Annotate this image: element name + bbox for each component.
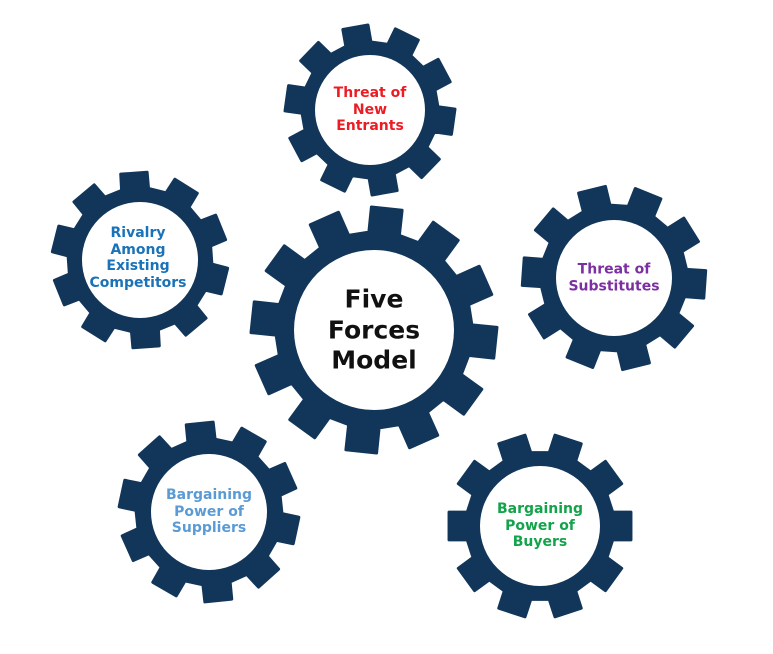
rivalry-gear bbox=[50, 170, 230, 350]
substitutes-label: Threat of Substitutes bbox=[568, 261, 660, 294]
buyers-label: Bargaining Power of Buyers bbox=[496, 501, 584, 551]
center-gear-hub bbox=[294, 250, 454, 410]
buyers-gear bbox=[447, 433, 633, 619]
rivalry-gear-hub bbox=[82, 202, 198, 318]
new-entrants-gear-hub bbox=[315, 55, 425, 165]
suppliers-gear-hub bbox=[151, 454, 267, 570]
suppliers-gear bbox=[117, 420, 301, 604]
substitutes-gear-hub bbox=[556, 220, 672, 336]
new-entrants-label: Threat of New Entrants bbox=[333, 85, 407, 135]
rivalry-label: Rivalry Among Existing Competitors bbox=[89, 224, 187, 291]
substitutes-gear bbox=[520, 184, 708, 372]
center-gear bbox=[249, 205, 499, 455]
center-gear-label: Five Forces Model bbox=[327, 284, 421, 375]
buyers-gear-hub bbox=[480, 466, 600, 586]
new-entrants-gear bbox=[283, 23, 457, 197]
suppliers-label: Bargaining Power of Suppliers bbox=[165, 487, 253, 537]
